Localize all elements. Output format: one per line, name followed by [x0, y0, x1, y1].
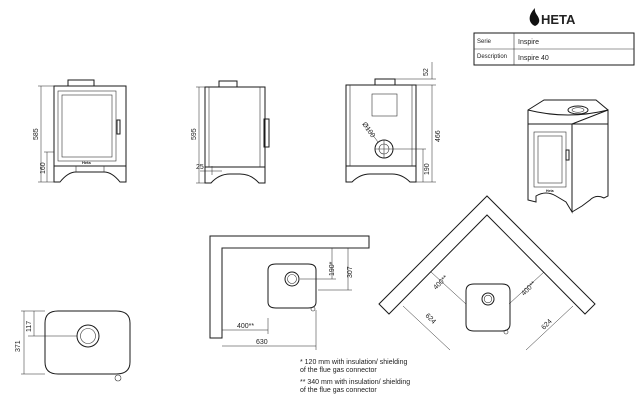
front-view: Heta 585 160: [33, 79, 127, 183]
corner-right-clearance-dim: 400**: [520, 280, 537, 297]
top-small-dim: 117: [26, 321, 33, 332]
wall-total-dim: 630: [256, 339, 268, 346]
corner-left-length-dim: 624: [424, 312, 437, 325]
note-line-4: of the flue gas connector: [300, 387, 377, 394]
note-line-1: * 120 mm with insulation/ shielding: [300, 359, 407, 366]
logo-text: HETA: [541, 12, 576, 27]
iso-badge: Heta: [546, 189, 554, 193]
front-badge: Heta: [82, 160, 91, 165]
front-height-dim: 585: [33, 128, 40, 140]
flue-diameter-dim: Ø100: [360, 121, 376, 139]
rear-lower-dim: 190: [424, 163, 431, 175]
wall-depth-dim: 307: [347, 266, 354, 278]
flame-icon: [529, 8, 540, 26]
corner-right-length-dim: 624: [540, 318, 553, 331]
wall-side-clearance-dim: 400**: [237, 323, 254, 330]
heta-logo: HETA: [529, 8, 576, 27]
side-view: 595 25: [191, 80, 270, 184]
rear-top-dim: 52: [423, 68, 430, 76]
corner-left-clearance-dim: 400**: [432, 274, 449, 291]
top-view: 371 117: [15, 310, 131, 382]
note-line-3: ** 340 mm with insulation/ shielding: [300, 379, 410, 386]
top-depth-dim: 371: [15, 340, 22, 352]
note-line-2: of the flue gas connector: [300, 367, 377, 374]
wall-installation-view: 190* 307 400** 630: [209, 235, 370, 350]
description-value: Inspire 40: [518, 55, 549, 62]
side-height-dim: 595: [191, 128, 198, 140]
installation-notes: * 120 mm with insulation/ shielding of t…: [300, 359, 410, 394]
side-depth-dim: 25: [196, 164, 204, 171]
wall-flue-offset-dim: 190*: [329, 261, 336, 276]
rear-view: 52 466 190 Ø100: [345, 62, 442, 183]
corner-installation-view: 400** 400** 624 624: [378, 195, 596, 351]
title-block: Serie Inspire Description Inspire 40: [473, 32, 635, 66]
rear-height-dim: 466: [435, 130, 442, 142]
stove-3d-view: Heta: [527, 99, 609, 214]
description-label: Description: [477, 54, 507, 60]
serie-label: Serie: [477, 39, 492, 45]
serie-value: Inspire: [518, 39, 539, 46]
front-base-dim: 160: [40, 162, 47, 174]
